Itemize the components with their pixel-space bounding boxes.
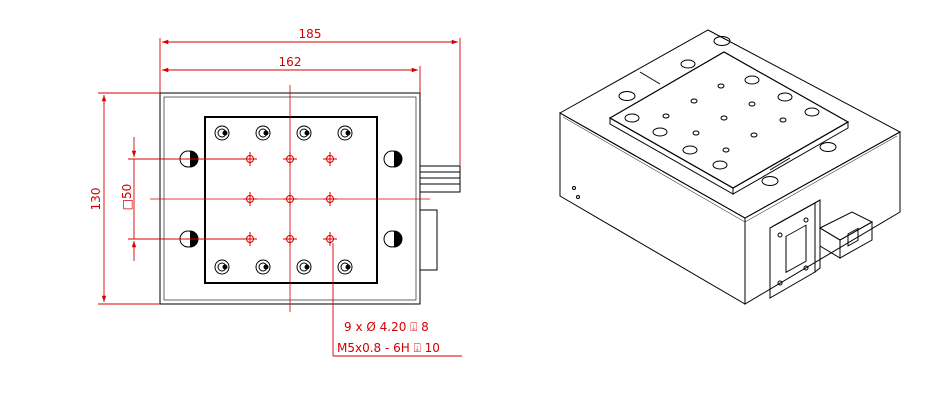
connector-block [419, 209, 438, 271]
callout-line-2: M5x0.8 - 6H ⍗ 10 [337, 341, 440, 355]
top-view [159, 92, 461, 305]
dim-130-label: 130 [89, 188, 103, 211]
top-plate [204, 116, 378, 284]
iso-top-plate [608, 51, 850, 189]
callout-line-1: 9 x Ø 4.20 ⍗ 8 [344, 320, 429, 334]
dim-50-label: □50 [120, 184, 134, 211]
hole-pattern [243, 152, 337, 246]
iso-connector-plate [769, 202, 816, 299]
dim-185-label: 185 [299, 27, 322, 41]
plate-screws [214, 125, 353, 275]
dimensions [98, 38, 462, 357]
dim-162-label: 162 [279, 55, 302, 69]
isometric-view [558, 29, 902, 305]
